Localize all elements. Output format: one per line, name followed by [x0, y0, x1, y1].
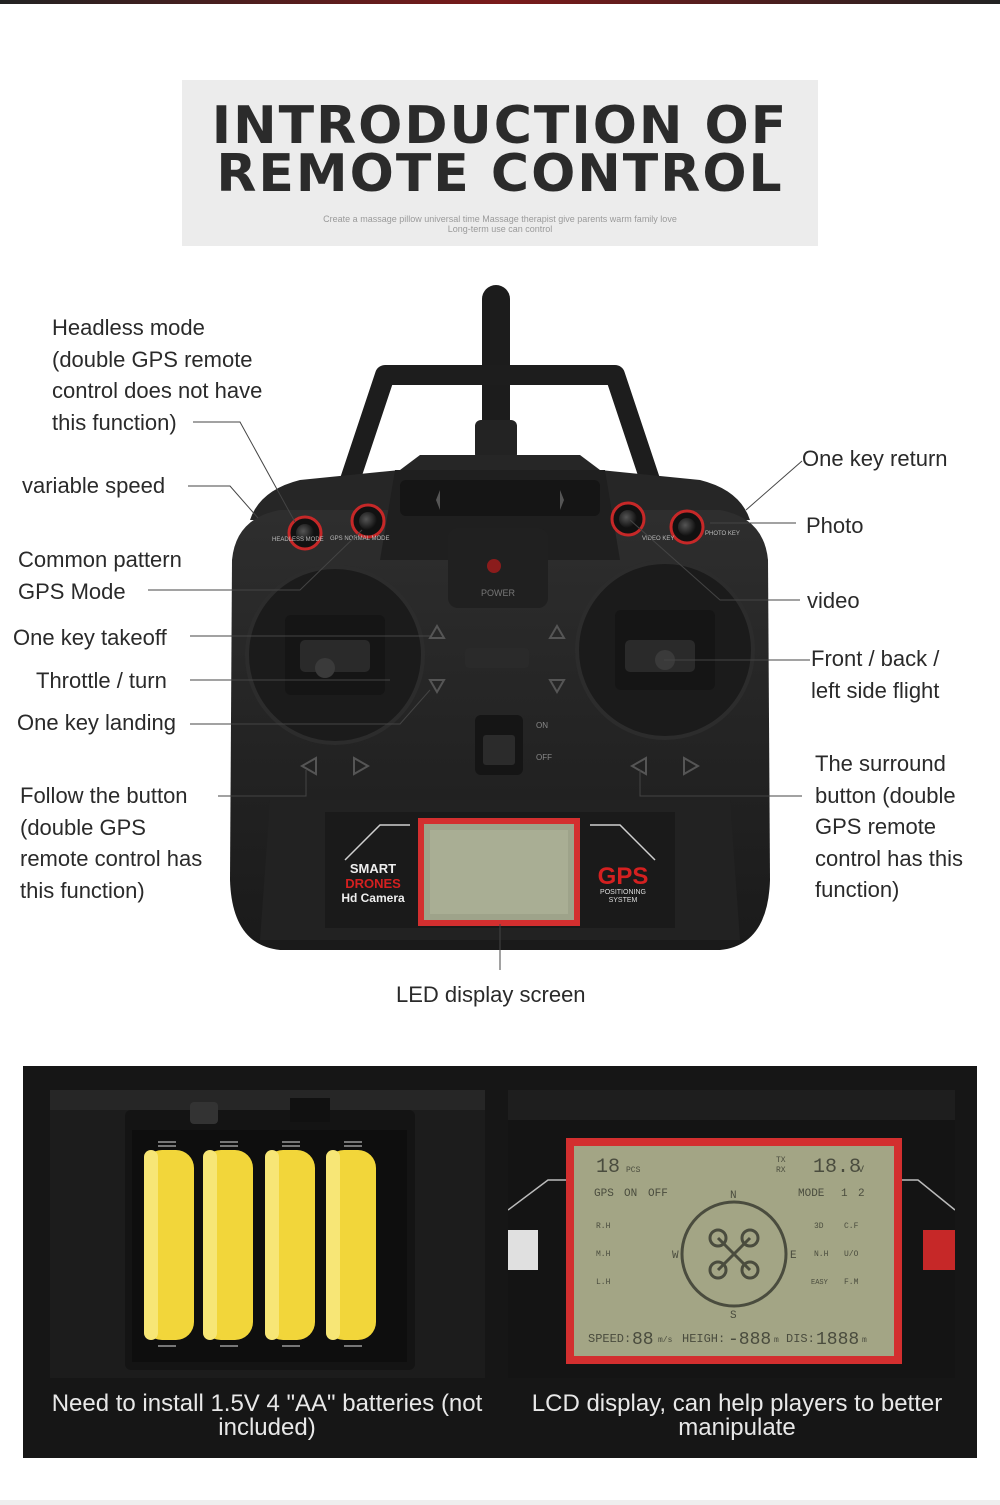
led-display-label: LED display screen: [396, 982, 586, 1007]
svg-text:OFF: OFF: [648, 1188, 668, 1200]
power-label: POWER: [481, 588, 516, 598]
variable-speed-label: variable speed: [22, 473, 166, 498]
svg-text:N: N: [730, 1190, 737, 1202]
svg-text:V: V: [858, 1165, 864, 1176]
one-key-landing-button: [428, 679, 446, 694]
svg-text:F.M: F.M: [844, 1278, 859, 1287]
svg-text:HEIGH:: HEIGH:: [682, 1332, 725, 1346]
svg-text:GPS: GPS: [598, 863, 649, 890]
lcd-screen: [574, 1146, 894, 1356]
feature-panel: 18 PCS TX RX 18.8 V GPS ON OFF MODE 1 2 …: [23, 1066, 977, 1458]
front-back-flight-label: Front / back / left side flight: [811, 646, 940, 703]
svg-text:-888: -888: [728, 1330, 771, 1350]
svg-text:U/O: U/O: [844, 1250, 859, 1259]
svg-text:E: E: [790, 1250, 797, 1262]
svg-text:1: 1: [841, 1188, 848, 1200]
common-pattern-label: Common pattern GPS Mode: [18, 547, 182, 604]
one-key-return-label: One key return: [802, 446, 948, 471]
bottom-rule: [0, 1500, 1000, 1505]
follow-left-arrow: [299, 756, 317, 776]
surround-left-arrow: [629, 756, 647, 776]
power-led: [487, 559, 501, 573]
left-stick: [300, 640, 370, 672]
svg-text:S: S: [730, 1310, 737, 1322]
svg-text:Hd Camera: Hd Camera: [341, 891, 405, 905]
svg-text:TX: TX: [776, 1156, 786, 1165]
svg-text:PCS: PCS: [626, 1166, 641, 1175]
svg-text:2: 2: [858, 1188, 865, 1200]
page-subtitle: Create a massage pillow universal time M…: [323, 214, 677, 234]
svg-text:N.H: N.H: [814, 1250, 829, 1259]
follow-right-arrow: [353, 756, 371, 776]
svg-text:SPEED:: SPEED:: [588, 1332, 631, 1346]
svg-text:GPS NORMAL MODE: GPS NORMAL MODE: [330, 536, 389, 542]
page-title-line-1: INTRODUCTION OF: [211, 96, 789, 156]
one-key-takeoff-button: [428, 624, 446, 639]
svg-text:DRONES: DRONES: [345, 876, 401, 891]
svg-text:1888: 1888: [816, 1330, 859, 1350]
headless-mode-label: Headless mode (double GPS remote control…: [52, 315, 263, 435]
video-label: video: [807, 588, 860, 613]
svg-text:W: W: [672, 1250, 679, 1262]
svg-text:HEADLESS MODE: HEADLESS MODE: [272, 537, 324, 543]
lcd-caption: LCD display, can help players to better …: [531, 1390, 943, 1441]
svg-text:SMART: SMART: [350, 861, 396, 876]
battery-compartment-photo: [50, 1090, 485, 1378]
svg-text:88: 88: [632, 1330, 654, 1350]
one-key-takeoff-label: One key takeoff: [13, 625, 167, 650]
lcd-display-photo: 18 PCS TX RX 18.8 V GPS ON OFF MODE 1 2 …: [508, 1090, 955, 1378]
svg-text:R.H: R.H: [596, 1222, 611, 1231]
svg-text:m: m: [862, 1336, 867, 1345]
svg-text:ON: ON: [536, 721, 548, 730]
lcd-compass: [680, 1200, 788, 1308]
svg-text:3D: 3D: [814, 1222, 824, 1231]
svg-text:VIDEO KEY: VIDEO KEY: [642, 536, 674, 542]
svg-text:m/s: m/s: [658, 1336, 673, 1345]
aa-batteries: [144, 1150, 376, 1340]
top-edge-stripe: [0, 0, 1000, 4]
battery-caption: Need to install 1.5V 4 "AA" batteries (n…: [51, 1390, 483, 1441]
svg-text:OFF: OFF: [536, 753, 552, 762]
surround-button-label: The surround button (double GPS remote c…: [815, 751, 963, 902]
svg-text:L.H: L.H: [596, 1278, 611, 1287]
throttle-turn-label: Throttle / turn: [36, 668, 167, 693]
title-banner: INTRODUCTION OF REMOTE CONTROL Create a …: [182, 80, 818, 246]
svg-text:PHOTO KEY: PHOTO KEY: [705, 531, 740, 537]
svg-text:RX: RX: [776, 1166, 786, 1175]
svg-text:SYSTEM: SYSTEM: [609, 897, 638, 904]
svg-text:GPS: GPS: [594, 1188, 614, 1200]
svg-text:MODE: MODE: [798, 1188, 825, 1200]
svg-text:C.F: C.F: [844, 1222, 859, 1231]
svg-text:18: 18: [596, 1156, 620, 1179]
svg-text:18.8: 18.8: [813, 1156, 861, 1179]
one-key-landing-label: One key landing: [17, 710, 176, 735]
svg-text:ON: ON: [624, 1188, 637, 1200]
page-title-line-2: REMOTE CONTROL: [216, 144, 784, 204]
svg-text:DIS:: DIS:: [786, 1332, 815, 1346]
svg-text:POSITIONING: POSITIONING: [600, 889, 646, 896]
follow-button-label: Follow the button (double GPS remote con…: [20, 783, 203, 903]
carry-handle: [325, 365, 675, 529]
photo-label: Photo: [806, 513, 864, 538]
svg-text:EASY: EASY: [811, 1279, 829, 1287]
svg-text:M.H: M.H: [596, 1250, 611, 1259]
svg-text:m: m: [774, 1336, 779, 1345]
remote-controller-image: POWER HEADLESS MODE GPS NORMAL MODE VIDE…: [230, 285, 770, 950]
